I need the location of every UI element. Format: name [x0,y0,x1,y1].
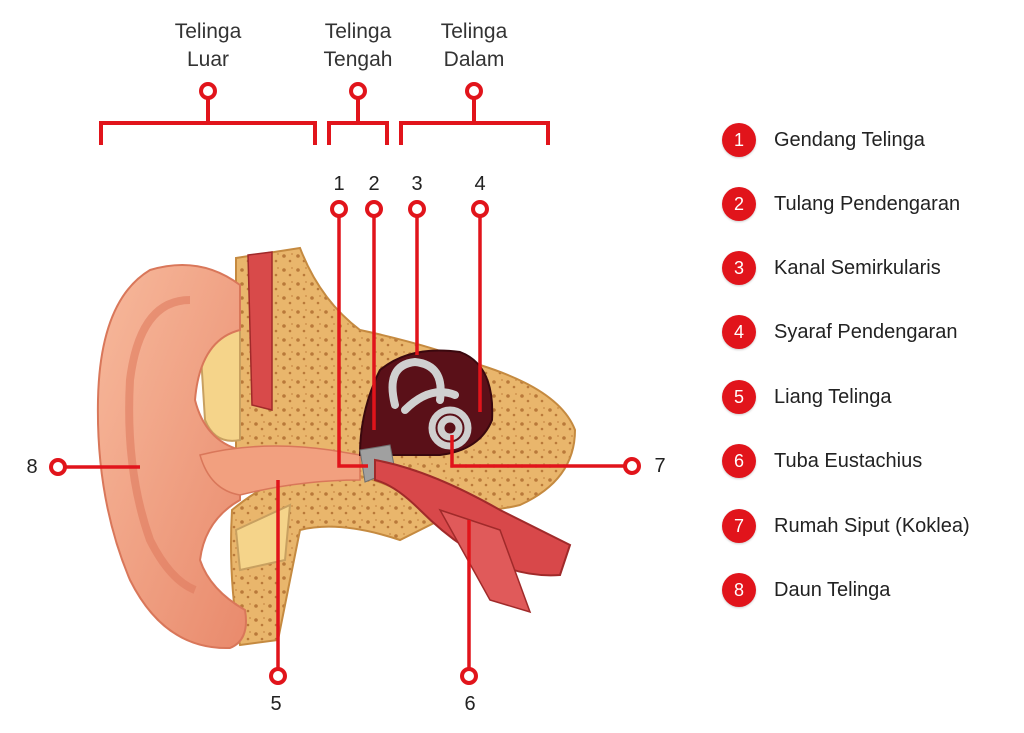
callout-number-8: 8 [26,456,38,478]
bracket-inner-ear [399,96,550,145]
bracket-middle-ear [327,96,389,145]
legend-item: 6 Tuba Eustachius [722,441,1022,481]
legend-label: Tulang Pendengaran [774,192,961,215]
semicircular-canals [388,357,459,414]
section-label-middle-ear: Telinga Tengah [288,18,428,74]
cochlea-shape [428,406,472,450]
legend-item: 2 Tulang Pendengaran [722,184,1022,224]
section-label-inner-line2: Dalam [443,48,505,71]
legend-item: 5 Liang Telinga [722,377,1022,417]
legend-item: 1 Gendang Telinga [722,120,1022,160]
section-label-middle-line2: Tengah [323,48,393,71]
callout-dot-4 [471,200,489,218]
legend-label: Tuba Eustachius [774,449,923,472]
callout-number-1: 1 [333,173,345,195]
legend-item: 3 Kanal Semirkularis [722,248,1022,288]
upper-muscle [247,251,273,411]
legend-badge: 7 [722,509,756,543]
bracket-dot-middle [349,82,367,100]
legend-label: Daun Telinga [774,578,891,601]
callout-dot-5 [269,667,287,685]
legend-label: Liang Telinga [774,385,892,408]
section-label-inner-line1: Telinga [440,20,508,43]
section-label-inner-ear: Telinga Dalam [404,18,544,74]
section-label-outer-ear: Telinga Luar [138,18,278,74]
legend-badge: 2 [722,187,756,221]
bracket-outer-ear [99,96,317,145]
bracket-dot-outer [199,82,217,100]
callout-dot-7 [623,457,641,475]
callout-number-5: 5 [270,693,282,715]
ear-canal [199,445,361,496]
legend-label: Rumah Siput (Koklea) [774,514,970,537]
callout-number-6: 6 [464,693,476,715]
section-label-middle-line1: Telinga [324,20,392,43]
legend-badge: 3 [722,251,756,285]
legend-badge: 1 [722,123,756,157]
legend-badge: 8 [722,573,756,607]
legend-item: 8 Daun Telinga [722,570,1022,610]
callout-number-7: 7 [654,455,666,477]
legend-badge: 4 [722,315,756,349]
callout-number-4: 4 [474,173,486,195]
callout-dot-8 [49,458,67,476]
callout-dot-2 [365,200,383,218]
eustachian-tube [374,458,572,577]
legend-label: Kanal Semirkularis [774,256,941,279]
legend-item: 7 Rumah Siput (Koklea) [722,506,1022,546]
legend-label: Syaraf Pendengaran [774,320,958,343]
bracket-dot-inner [465,82,483,100]
legend-badge: 5 [722,380,756,414]
leader-line-7 [450,435,626,468]
leader-line-1 [337,215,368,468]
callout-number-3: 3 [411,173,423,195]
legend-item: 4 Syaraf Pendengaran [722,312,1022,352]
section-label-outer-line2: Luar [186,48,230,71]
section-label-outer-line1: Telinga [174,20,242,43]
callout-number-2: 2 [368,173,380,195]
callout-dot-1 [330,200,348,218]
callout-dot-6 [460,667,478,685]
legend-label: Gendang Telinga [774,128,925,151]
pinna-inner-fold [125,296,197,594]
legend-badge: 6 [722,444,756,478]
lower-muscle [438,508,532,614]
callout-dot-3 [408,200,426,218]
